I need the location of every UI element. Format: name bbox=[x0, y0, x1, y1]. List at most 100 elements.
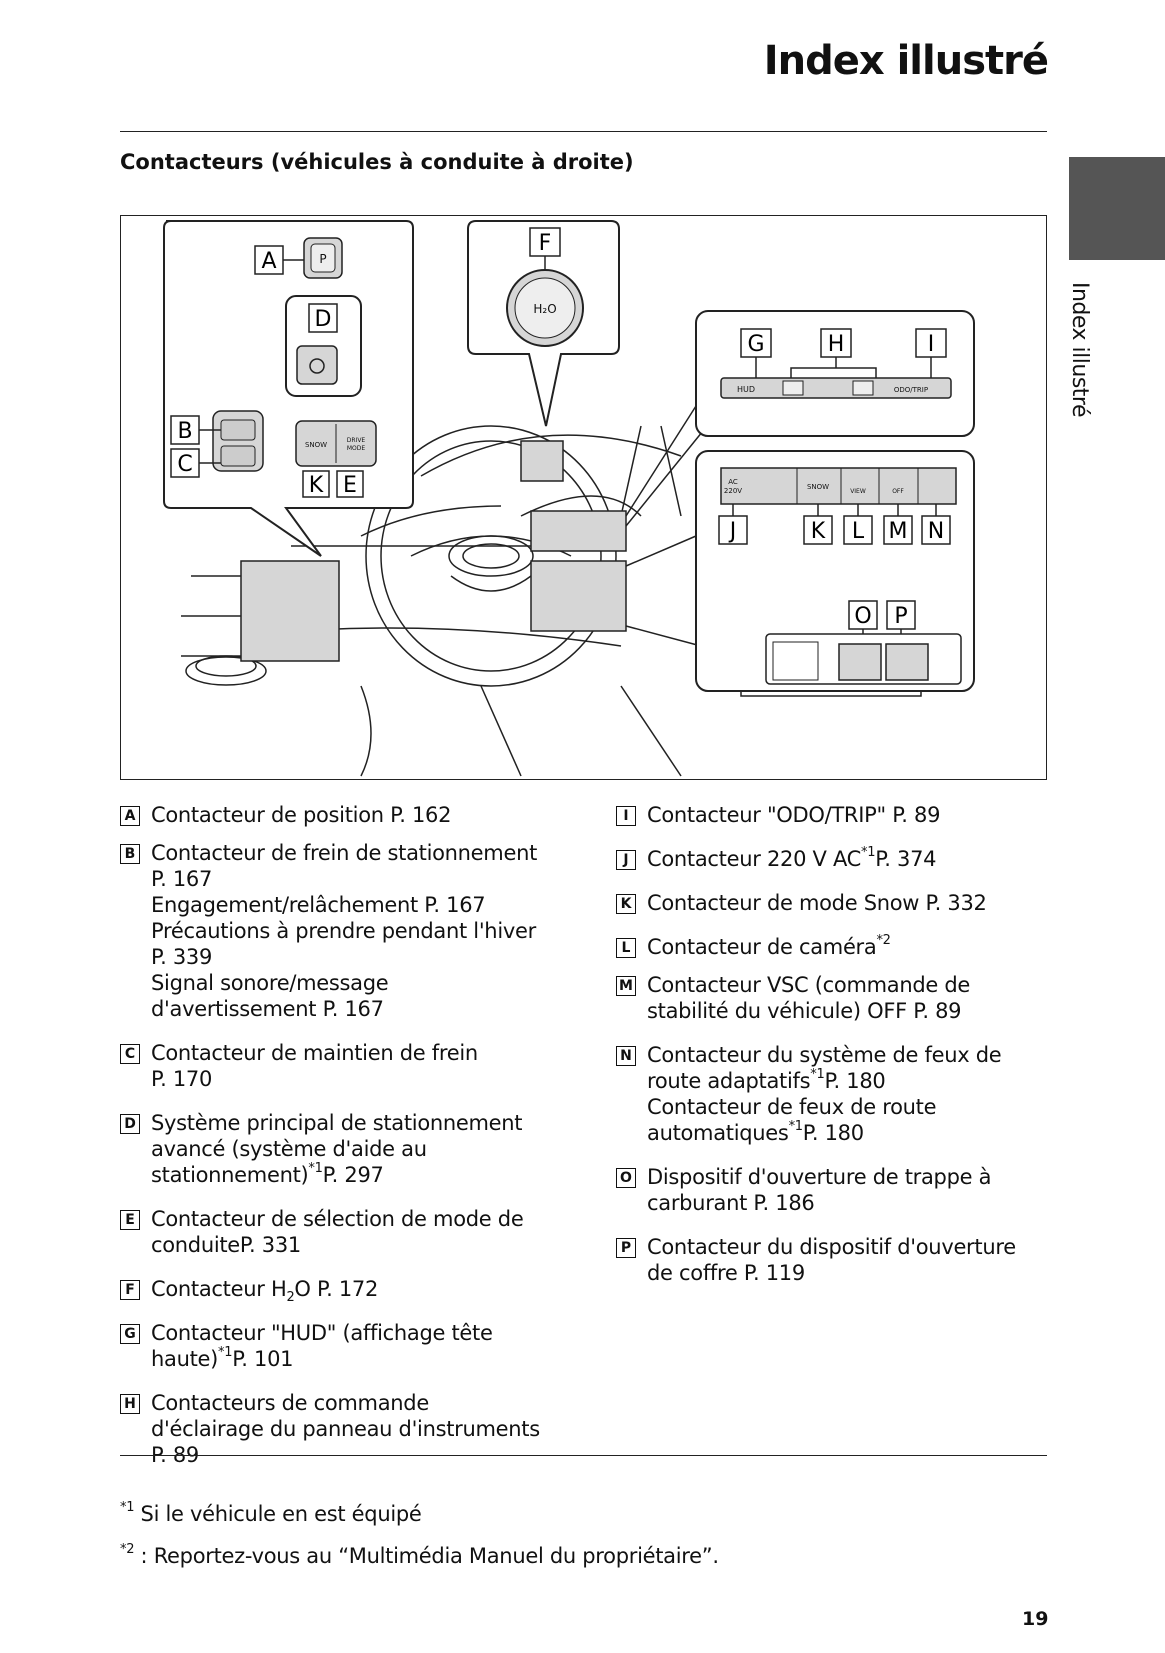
off-switch-label: OFF bbox=[892, 488, 904, 495]
ac-label-1: AC bbox=[728, 478, 738, 486]
key-e: E bbox=[120, 1210, 140, 1230]
inset-f: F H₂O bbox=[467, 220, 620, 427]
legend-text-n-3: P. 180 bbox=[824, 1069, 886, 1093]
legend-text-b-3: Engagement/relâchement P. 167 bbox=[151, 893, 486, 917]
legend-item-a: A Contacteur de position P. 162 bbox=[120, 802, 570, 828]
callout-o: O bbox=[854, 604, 871, 629]
side-tab-label: Index illustré bbox=[1067, 282, 1092, 418]
legend-text-j-1: Contacteur 220 V AC bbox=[647, 847, 862, 871]
callout-m: M bbox=[889, 519, 908, 544]
key-f: F bbox=[120, 1280, 140, 1300]
footnote-ref: *1 bbox=[861, 845, 876, 860]
dashboard-illustration: P A D B C SNOW DRIVE MODE bbox=[163, 220, 975, 777]
legend-text-e-1: Contacteur de sélection de mode de bbox=[151, 1207, 524, 1231]
legend-item-e: E Contacteur de sélection de mode de con… bbox=[120, 1206, 570, 1258]
legend-item-c: C Contacteur de maintien de frein P. 170 bbox=[120, 1040, 570, 1092]
section-title: Contacteurs (véhicules à conduite à droi… bbox=[120, 150, 634, 174]
legend-text-d-4: P. 297 bbox=[322, 1163, 384, 1187]
legend-text-b-6: Signal sonore/message bbox=[151, 971, 389, 995]
legend-item-g: G Contacteur "HUD" (affichage tête haute… bbox=[120, 1320, 570, 1372]
legend-text-d-3: stationnement) bbox=[151, 1163, 309, 1187]
key-g: G bbox=[120, 1324, 140, 1344]
footnote-ref: *1 bbox=[218, 1345, 233, 1360]
legend-item-k: K Contacteur de mode Snow P. 332 bbox=[616, 890, 1056, 916]
legend-left: A Contacteur de position P. 162 B Contac… bbox=[120, 802, 570, 1480]
legend-text-p-2: de coffre P. 119 bbox=[647, 1261, 805, 1285]
key-i: I bbox=[616, 806, 636, 826]
legend-text-a: Contacteur de position P. 162 bbox=[151, 803, 452, 827]
drive-mode-label-2: MODE bbox=[347, 445, 366, 452]
key-l: L bbox=[616, 938, 636, 958]
inset-left: P A D B C SNOW DRIVE MODE bbox=[163, 220, 414, 557]
legend-text-d-2: avancé (système d'aide au bbox=[151, 1137, 427, 1161]
legend-text-j-2: P. 374 bbox=[875, 847, 937, 871]
callout-g: G bbox=[747, 332, 764, 357]
snow-switch-label-right: SNOW bbox=[807, 483, 829, 491]
legend-text-m-2: stabilité du véhicule) OFF P. 89 bbox=[647, 999, 962, 1023]
callout-j: J bbox=[728, 519, 737, 544]
callout-c: C bbox=[177, 452, 192, 477]
legend-item-b: B Contacteur de frein de stationnement P… bbox=[120, 840, 570, 1022]
callout-b: B bbox=[177, 419, 192, 444]
h2o-switch-label: H₂O bbox=[533, 302, 556, 316]
legend-text-k: Contacteur de mode Snow P. 332 bbox=[647, 891, 987, 915]
legend-text-f-1: Contacteur H bbox=[151, 1277, 287, 1301]
legend-text-p-1: Contacteur du dispositif d'ouverture bbox=[647, 1235, 1016, 1259]
snow-switch-label: SNOW bbox=[305, 441, 327, 449]
legend-text-g-2: haute) bbox=[151, 1347, 219, 1371]
ac-label-2: 220V bbox=[724, 487, 742, 495]
footnote-1: *1 Si le véhicule en est équipé bbox=[120, 1500, 422, 1526]
key-a: A bbox=[120, 806, 140, 826]
key-j: J bbox=[616, 850, 636, 870]
key-h: H bbox=[120, 1394, 140, 1414]
view-switch-label: VIEW bbox=[850, 488, 866, 495]
callout-e: E bbox=[343, 473, 357, 498]
legend-item-j: J Contacteur 220 V AC*1P. 374 bbox=[616, 846, 1056, 872]
callout-k: K bbox=[811, 519, 826, 544]
callout-n: N bbox=[928, 519, 944, 544]
callout-f: F bbox=[539, 231, 552, 256]
legend-item-d: D Système principal de stationnement ava… bbox=[120, 1110, 570, 1188]
page-title: Index illustré bbox=[763, 38, 1049, 84]
key-p: P bbox=[616, 1238, 636, 1258]
switch-diagram: P A D B C SNOW DRIVE MODE bbox=[120, 215, 1047, 780]
page-number: 19 bbox=[1022, 1608, 1049, 1630]
key-o: O bbox=[616, 1168, 636, 1188]
inset-ghi: G H I HUD ODO/TRIP bbox=[625, 310, 975, 527]
footnote-2: *2 : Reportez-vous au “Multimédia Manuel… bbox=[120, 1543, 719, 1568]
odo-trip-switch-label: ODO/TRIP bbox=[894, 386, 928, 394]
legend-text-g-3: P. 101 bbox=[232, 1347, 294, 1371]
side-tab-marker bbox=[1069, 157, 1165, 260]
legend-text-o-2: carburant P. 186 bbox=[647, 1191, 815, 1215]
callout-k-left: K bbox=[309, 473, 324, 498]
key-c: C bbox=[120, 1044, 140, 1064]
callout-a: A bbox=[261, 249, 276, 274]
footnote-ref: *2 bbox=[876, 933, 891, 948]
callout-p: P bbox=[894, 604, 907, 629]
footnote-1-mark: *1 bbox=[120, 1500, 135, 1515]
legend-text-b-5: P. 339 bbox=[151, 945, 213, 969]
key-d: D bbox=[120, 1114, 140, 1134]
callout-i: I bbox=[928, 332, 935, 357]
legend-text-f-2: O P. 172 bbox=[294, 1277, 379, 1301]
legend-item-i: I Contacteur "ODO/TRIP" P. 89 bbox=[616, 802, 1056, 828]
legend-text-d-1: Système principal de stationnement bbox=[151, 1111, 523, 1135]
legend-text-b-4: Précautions à prendre pendant l'hiver bbox=[151, 919, 536, 943]
inset-jp: AC 220V SNOW VIEW OFF J K L M N O P bbox=[625, 450, 975, 692]
footnote-ref: *1 bbox=[308, 1161, 323, 1176]
footnote-2-text: : Reportez-vous au “Multimédia Manuel du… bbox=[134, 1544, 719, 1568]
legend-text-m-1: Contacteur VSC (commande de bbox=[647, 973, 971, 997]
key-b: B bbox=[120, 844, 140, 864]
park-switch-label: P bbox=[319, 252, 326, 266]
legend-text-h-1: Contacteurs de commande bbox=[151, 1391, 429, 1415]
legend-text-g-1: Contacteur "HUD" (affichage tête bbox=[151, 1321, 493, 1345]
drive-mode-label-1: DRIVE bbox=[347, 437, 366, 444]
legend-text-n-4: Contacteur de feux de route bbox=[647, 1095, 937, 1119]
callout-d: D bbox=[315, 307, 332, 332]
legend-text-b-2: P. 167 bbox=[151, 867, 213, 891]
header-rule bbox=[120, 131, 1047, 132]
hud-switch-label: HUD bbox=[737, 385, 755, 394]
callout-h: H bbox=[828, 332, 845, 357]
footnote-ref: *1 bbox=[788, 1119, 803, 1134]
legend-item-f: F Contacteur H2O P. 172 bbox=[120, 1276, 570, 1304]
